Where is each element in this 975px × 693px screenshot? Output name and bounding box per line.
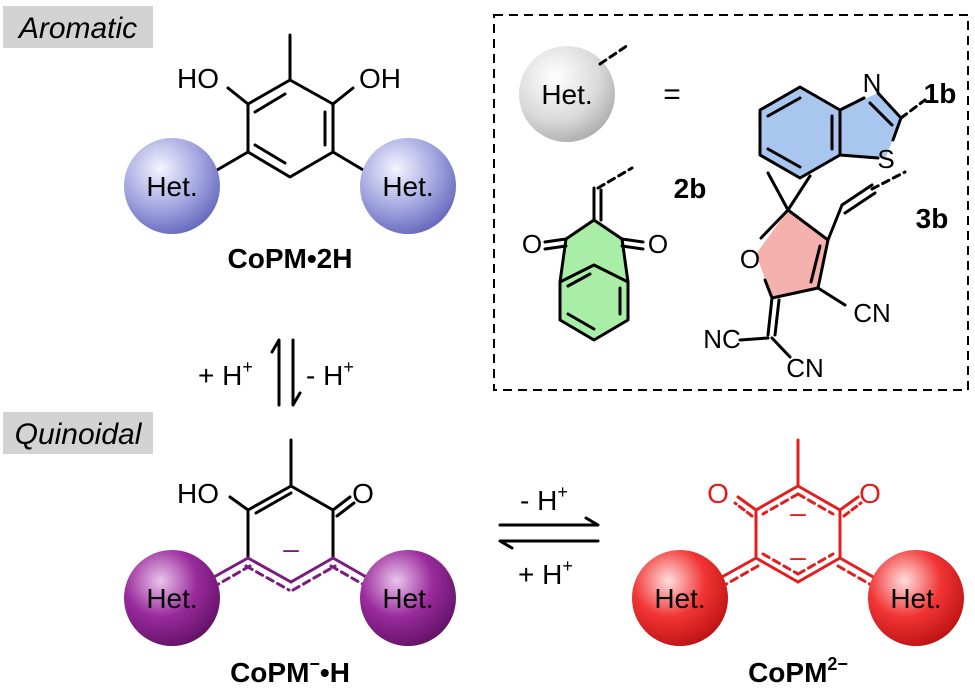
- het-sphere: [632, 550, 728, 646]
- carbonyl-oxygen: O: [352, 478, 374, 509]
- indandione-structure: O O: [522, 166, 668, 342]
- vertical-equilibrium-arrows: [270, 338, 302, 407]
- cyano-group: NC: [703, 324, 741, 354]
- het-label: Het.: [146, 171, 197, 202]
- compound-name-aromatic: CoPM•2H: [228, 243, 353, 274]
- het-label: Het.: [146, 583, 197, 614]
- hydroxyl-right: OH: [359, 63, 401, 94]
- ring-oxygen: O: [740, 244, 760, 274]
- negative-charge: –: [790, 541, 806, 572]
- het-label: Het.: [541, 79, 592, 110]
- hydroxyl-left: HO: [177, 63, 219, 94]
- het-label: Het.: [654, 583, 705, 614]
- horizontal-remove-proton: - H+: [520, 482, 568, 516]
- compound-id-1b: 1b: [924, 78, 957, 109]
- compound-id-3b: 3b: [916, 203, 949, 234]
- horizontal-add-proton: + H+: [518, 556, 573, 590]
- furan-acceptor-structure: O CN NC CN: [703, 170, 907, 383]
- het-label: Het.: [382, 583, 433, 614]
- compound-name-mono-anion: CoPM−•H: [230, 654, 350, 688]
- carbonyl-oxygen: O: [859, 478, 881, 509]
- compound-id-2b: 2b: [674, 173, 707, 204]
- aromatic-label: Aromatic: [17, 12, 137, 45]
- het-label: Het.: [382, 171, 433, 202]
- cyano-group: CN: [786, 353, 824, 383]
- quinoidal-label: Quinoidal: [15, 418, 143, 451]
- horizontal-equilibrium-arrows: [498, 516, 600, 550]
- het-sphere: [360, 550, 456, 646]
- nitrogen-atom: N: [863, 68, 882, 98]
- hydroxyl-label: HO: [177, 478, 219, 509]
- negative-charge: –: [790, 497, 806, 528]
- carbonyl-oxygen: O: [707, 478, 729, 509]
- equals-sign: =: [663, 78, 681, 111]
- mono-anion-molecule: HO O – Het. Het.: [124, 438, 456, 646]
- vertical-add-proton: + H+: [198, 357, 253, 391]
- sulfur-atom: S: [877, 144, 894, 174]
- negative-charge: –: [283, 533, 299, 564]
- aromatic-molecule: HO OH Het. Het.: [124, 33, 456, 234]
- carbonyl-oxygen: O: [648, 229, 668, 259]
- legend-box: [493, 14, 969, 391]
- benzothiazole-structure: N S: [758, 68, 927, 180]
- vertical-remove-proton: - H+: [306, 357, 354, 391]
- legend-het-definition: Het. =: [519, 43, 681, 142]
- compound-name-dianion: CoPM2−: [748, 654, 848, 688]
- het-sphere: [868, 550, 964, 646]
- het-sphere: [519, 46, 615, 142]
- het-sphere: [124, 138, 220, 234]
- cyano-group: CN: [853, 298, 891, 328]
- het-label: Het.: [890, 583, 941, 614]
- het-sphere: [124, 550, 220, 646]
- aromatic-label-bg: [3, 6, 153, 48]
- quinoidal-label-bg: [3, 412, 153, 454]
- dianion-molecule: O O – – Het. Het.: [632, 438, 964, 646]
- carbonyl-oxygen: O: [522, 229, 542, 259]
- het-sphere: [360, 138, 456, 234]
